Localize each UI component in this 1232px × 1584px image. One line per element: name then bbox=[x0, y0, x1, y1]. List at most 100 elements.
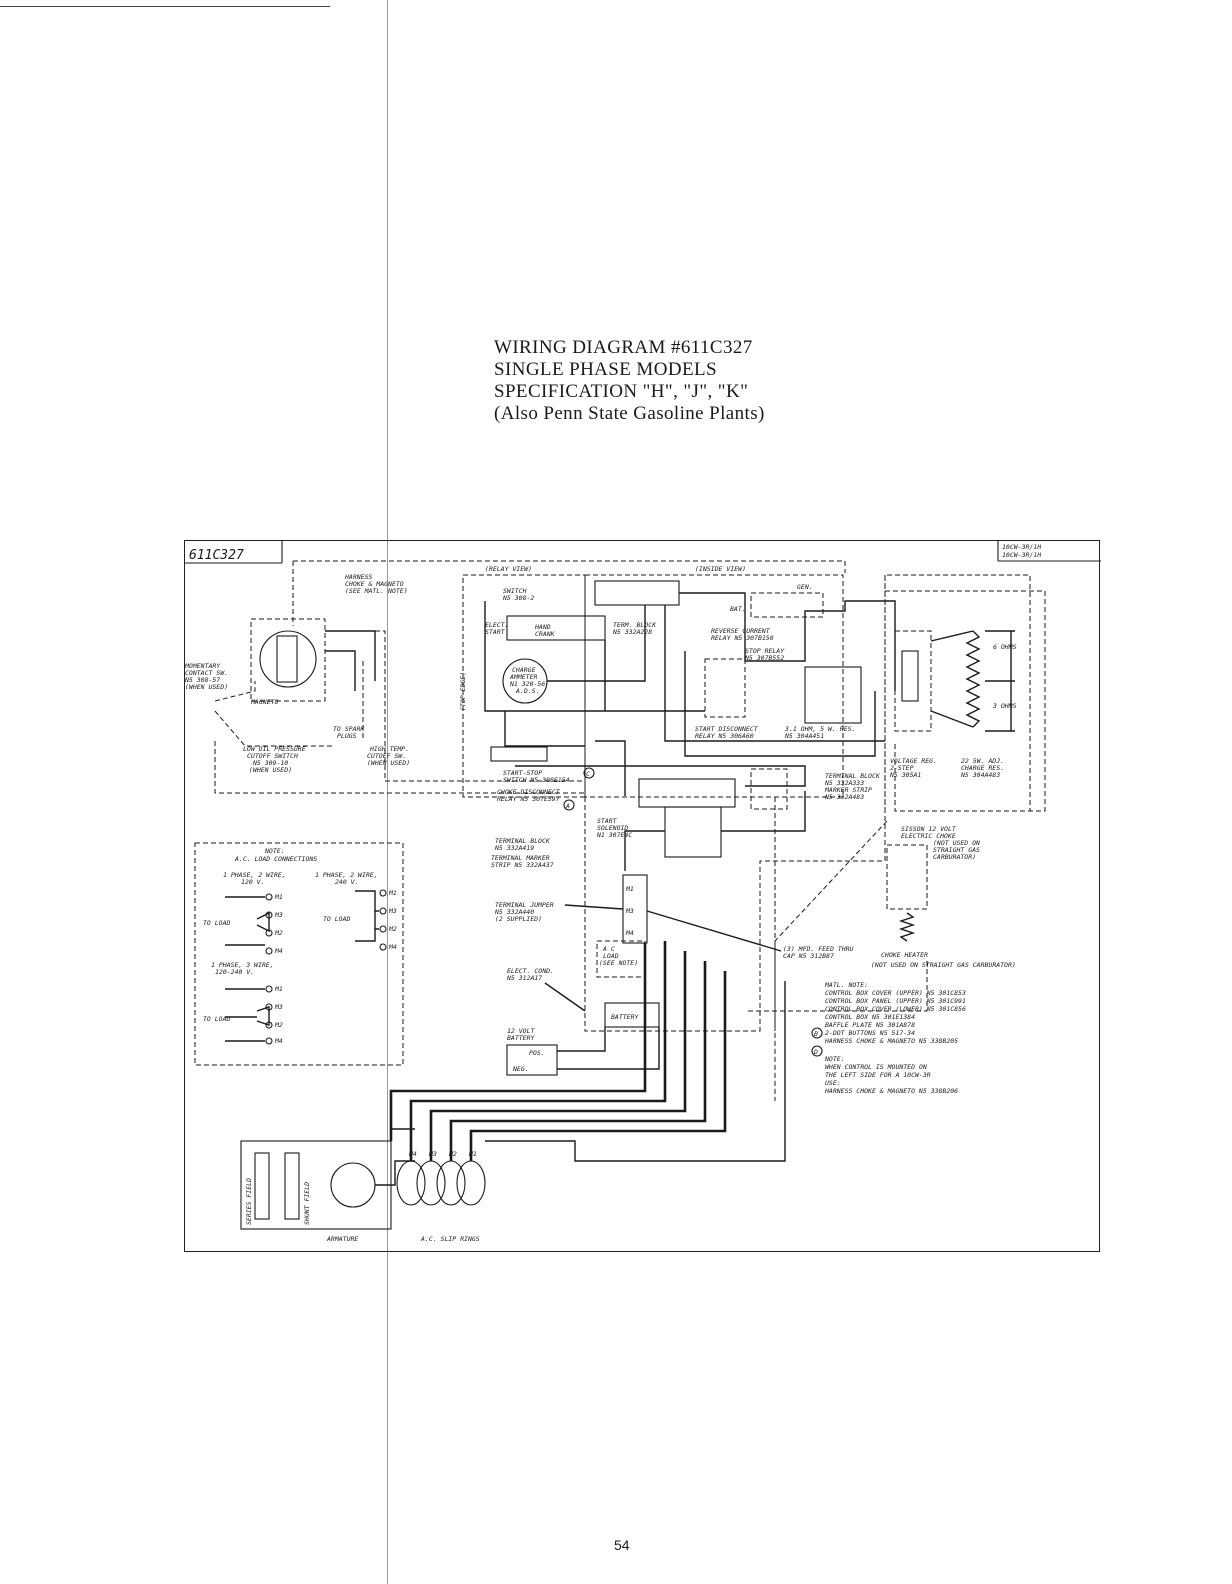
ac-note-m2-c: M2 bbox=[274, 1021, 283, 1029]
battery-12v-label-1: 12 VOLT bbox=[507, 1027, 535, 1035]
ac-note-three-wire-1: 1 PHASE, 3 WIRE, bbox=[211, 961, 274, 969]
inside-view-label: (INSIDE VIEW) bbox=[695, 565, 746, 573]
circle-mark-d: D bbox=[813, 1048, 818, 1056]
ac-note-heading-2: A.C. LOAD CONNECTIONS bbox=[234, 855, 317, 863]
ac-note-to-load-1: TO LOAD bbox=[203, 919, 230, 927]
start-stop-label-2: SWITCH N5 308E154 bbox=[503, 776, 570, 784]
wiring-diagram-drawing: 611C327 10CW-3R/1H 10CW-3R/1H HARNESS CH… bbox=[185, 541, 1101, 1243]
ring-m1-label: M1 bbox=[468, 1150, 477, 1158]
momentary-label-2: CONTACT SW. bbox=[185, 669, 228, 677]
elect-cond-label-2: N5 312A17 bbox=[506, 974, 542, 982]
ac-note-m4-b: M4 bbox=[388, 943, 397, 951]
charge-res-label-1: 22 5W. ADJ. bbox=[961, 757, 1004, 765]
lower-term-m3: M3 bbox=[625, 907, 634, 915]
matl-note-0: MATL. NOTE: bbox=[824, 981, 868, 989]
marker-strip-label-1: MARKER STRIP bbox=[824, 786, 872, 794]
terminal-block-3-label-2: N5 332A419 bbox=[494, 844, 534, 852]
switch-label-1: SWITCH bbox=[503, 587, 527, 595]
ac-note-m3-a: M3 bbox=[274, 911, 283, 919]
ammeter-label-2: AMMETER bbox=[509, 673, 537, 681]
stop-relay-label-1: STOP RELAY bbox=[745, 647, 785, 655]
not-used-gas-label: (NOT USED ON STRAIGHT GAS CARBURATOR) bbox=[871, 961, 1016, 969]
matl-note-3: CONTROL BOX COVER (LOWER) N5 301C856 bbox=[825, 1005, 966, 1013]
start-solenoid-label-2: SOLENOID bbox=[597, 824, 628, 832]
ammeter-label-1: CHARGE bbox=[512, 666, 536, 674]
circle-mark-b: B bbox=[814, 1030, 818, 1038]
matl-note-5: BAFFLE PLATE N5 301A878 bbox=[825, 1021, 915, 1029]
armature-label: ARMATURE bbox=[326, 1235, 358, 1243]
shunt-field-label: SHUNT FIELD bbox=[303, 1182, 311, 1225]
sisson-label-2: ELECTRIC CHOKE bbox=[901, 832, 956, 840]
low-oil-label-4: (WHEN USED) bbox=[249, 766, 292, 774]
start-disconnect-label-2: RELAY N5 306A60 bbox=[695, 732, 754, 740]
model-label-1: 10CW-3R/1H bbox=[1002, 543, 1041, 551]
circle-mark-a: A bbox=[565, 802, 570, 810]
hand-crank-label-1: HAND bbox=[534, 623, 551, 631]
voltage-reg-label-2: 2-STEP bbox=[890, 764, 914, 772]
matl-note-12: HARNESS CHOKE & MAGNETO N5 338B206 bbox=[824, 1087, 958, 1095]
ring-m2-label: M2 bbox=[448, 1150, 457, 1158]
top-edge-label: (TOP EDGE) bbox=[459, 672, 467, 711]
sisson-label-1: SISSON 12 VOLT bbox=[901, 825, 957, 833]
lower-term-m1: M1 bbox=[625, 885, 634, 893]
start-disconnect-label-1: START DISCONNECT bbox=[695, 725, 759, 733]
ammeter-label-4: A.D.S. bbox=[515, 687, 539, 695]
low-oil-label-3: N5 309-10 bbox=[252, 759, 288, 767]
matl-note-4: CONTROL BOX N5 301E1384 bbox=[825, 1013, 915, 1021]
ac-note-m3-b: M3 bbox=[388, 907, 397, 915]
ac-note-m1-b: M1 bbox=[388, 889, 397, 897]
matl-note-11: USE: bbox=[825, 1079, 841, 1087]
start-solenoid-label-1: START bbox=[597, 817, 618, 825]
sisson-label-4: STRAIGHT GAS bbox=[933, 846, 980, 854]
spark-plugs-label-1: TO SPARK bbox=[333, 725, 365, 733]
ac-note-m1-a: M1 bbox=[274, 893, 283, 901]
ac-load-label-1: A C bbox=[602, 945, 615, 953]
top-rule bbox=[0, 6, 330, 7]
ac-note-to-load-2: TO LOAD bbox=[323, 915, 350, 923]
harness-label-1: HARNESS bbox=[344, 573, 372, 581]
elect-start-label-2: START bbox=[485, 628, 506, 636]
lower-term-m4: M4 bbox=[625, 929, 634, 937]
low-oil-label-2: CUTOFF SWITCH bbox=[247, 752, 298, 760]
charge-res-label-2: CHARGE RES. bbox=[961, 764, 1004, 772]
terminal-jumper-label-2: N5 332A440 bbox=[494, 908, 534, 916]
voltage-reg-label-3: N5 305A1 bbox=[889, 771, 921, 779]
ohm-resistor-label-1: 3.1 OHM, 5 W. RES. bbox=[784, 725, 855, 733]
elect-start-label-1: ELECT. bbox=[485, 621, 508, 629]
stop-relay-label-2: N5 307B552 bbox=[744, 654, 784, 662]
spark-plugs-label-2: PLUGS bbox=[337, 732, 357, 740]
three-ohms-label: 3 OHMS bbox=[992, 702, 1017, 710]
feed-thru-label-2: CAP N5 312B87 bbox=[783, 952, 834, 960]
title-line-3: SPECIFICATION "H", "J", "K" bbox=[494, 381, 749, 402]
battery-label: BATTERY bbox=[611, 1013, 639, 1021]
harness-label-3: (SEE MATL. NOTE) bbox=[345, 587, 408, 595]
ac-note-m4-a: M4 bbox=[274, 947, 283, 955]
matl-note-6: 2-DOT BUTTONS N5 517-34 bbox=[825, 1029, 915, 1037]
ac-note-three-wire-2: 120-240 V. bbox=[215, 968, 254, 976]
matl-note-10: THE LEFT SIDE FOR A 10CW-3R bbox=[825, 1071, 931, 1079]
ac-note-m3-c: M3 bbox=[274, 1003, 283, 1011]
harness-label-2: CHOKE & MAGNETO bbox=[345, 580, 404, 588]
terminal-block-2-label-1: TERMINAL BLOCK bbox=[825, 772, 881, 780]
gen-label: GEN. bbox=[797, 583, 813, 591]
ac-note-to-load-3: TO LOAD bbox=[203, 1015, 230, 1023]
terminal-jumper-label-1: TERMINAL JUMPER bbox=[495, 901, 554, 909]
ac-load-label-2: LOAD bbox=[603, 952, 619, 960]
ac-note-m2-a: M2 bbox=[274, 929, 283, 937]
choke-disconnect-label-1: CHOKE DISCONNECT bbox=[497, 788, 561, 796]
momentary-label-1: MOMENTARY bbox=[185, 662, 221, 670]
title-line-1: WIRING DIAGRAM #611C327 bbox=[494, 337, 753, 358]
scan-fold-line bbox=[387, 0, 388, 1584]
terminal-block-2-label-2: N5 332A333 bbox=[824, 779, 864, 787]
marker-strip-label-2: N5 332A483 bbox=[824, 793, 864, 801]
high-temp-label-1: HIGH TEMP. bbox=[369, 745, 409, 753]
circle-mark-c: C bbox=[586, 770, 590, 778]
high-temp-label-3: (WHEN USED) bbox=[367, 759, 410, 767]
hand-crank-label-2: CRANK bbox=[535, 630, 556, 638]
wiring-diagram: 611C327 10CW-3R/1H 10CW-3R/1H HARNESS CH… bbox=[184, 540, 1101, 1252]
high-temp-label-2: CUTOFF SW. bbox=[367, 752, 406, 760]
start-solenoid-label-3: N1 307E4C bbox=[596, 831, 632, 839]
series-field-label: SERIES FIELD bbox=[245, 1178, 253, 1225]
voltage-reg-label-1: VOLTAGE REG. bbox=[890, 757, 937, 765]
ohm-resistor-label-2: N5 304A451 bbox=[784, 732, 824, 740]
